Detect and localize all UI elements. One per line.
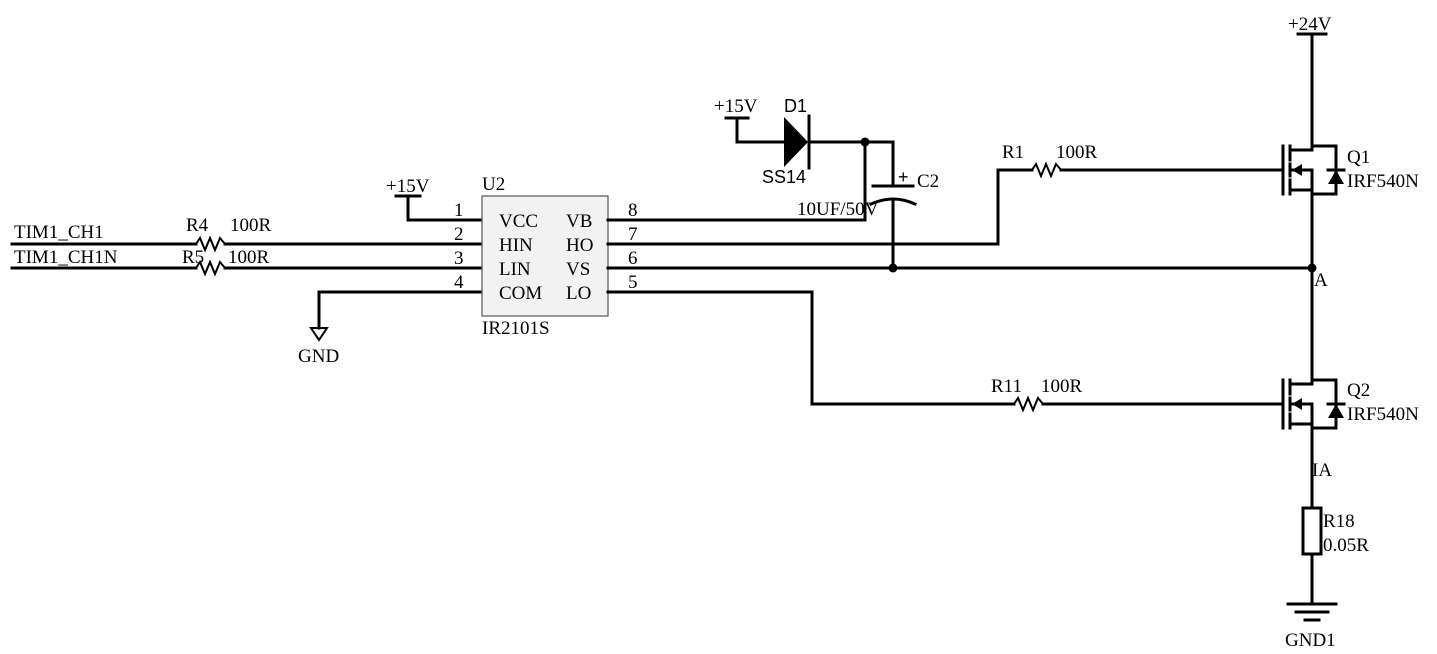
r4-value: 100R [230,215,272,236]
pin-7-number: 7 [628,224,638,245]
pin-2-name: HIN [499,235,533,256]
d1-part: SS14 [762,167,806,187]
r5-ref: R5 [182,247,204,268]
resistor-r18 [1301,506,1323,606]
mosfet-q1 [1281,144,1346,382]
c2-plus: + [898,167,909,187]
c2-value: 10UF/50V [797,199,879,220]
r1-value: 100R [1056,142,1098,163]
r18-value: 0.05R [1323,535,1369,556]
pin-6-number: 6 [628,248,638,269]
vcc-24-label: +24V [1288,14,1332,35]
pin-4-number: 4 [454,272,464,293]
pin-8-name: VB [566,211,592,232]
d1-ref: D1 [784,96,807,116]
pin-5-name: LO [566,283,591,304]
capacitor-c2 [869,140,917,270]
net-ia-label: IA [1312,460,1332,481]
vcc-15-diode-label: +15V [714,96,758,117]
driver-part: IR2101S [482,318,550,339]
pin-3-number: 3 [454,248,464,269]
pin-1-number: 1 [454,200,464,221]
pin-3-name: LIN [499,259,531,280]
pin-7-name: HO [566,235,593,256]
gnd1-symbol [1286,602,1338,622]
gnd-bottom-label: GND1 [1285,630,1336,651]
q2-ref: Q2 [1347,380,1370,401]
lo-gate-wire [606,290,1285,413]
driver-ref: U2 [482,174,505,195]
mosfet-q2 [1281,378,1346,510]
net-a-label: A [1314,270,1328,291]
pin-1-name: VCC [499,211,538,232]
input-ch1n-label: TIM1_CH1N [14,247,118,268]
diode-icon [784,117,808,167]
pin-2-number: 2 [454,224,464,245]
diode-d1 [724,114,895,170]
input-ch1-line [10,235,484,253]
q1-ref: Q1 [1347,147,1370,168]
input-ch1-label: TIM1_CH1 [14,222,104,243]
mosfet-q2-diode-icon [1328,404,1344,418]
pin-4-name: COM [499,283,542,304]
pin-5-number: 5 [628,272,638,293]
mosfet-q1-diode-icon [1328,170,1344,184]
r5-value: 100R [228,247,270,268]
junction-dot-vs-cap [888,263,898,273]
gnd-icon [309,327,329,342]
r11-ref: R11 [991,376,1022,397]
q2-part: IRF540N [1347,404,1419,425]
r11-value: 100R [1041,376,1083,397]
ho-gate-wire [606,161,1285,246]
c2-ref: C2 [917,171,939,192]
vb-wire [606,140,867,222]
pin-6-name: VS [566,259,590,280]
gnd-chip-label: GND [298,346,339,367]
r4-ref: R4 [186,215,209,236]
vcc-15-chip-label: +15V [386,176,430,197]
input-ch1n-line [10,259,484,277]
vcc-24-power-symbol [1296,32,1328,148]
driver-chip [481,195,609,317]
q1-part: IRF540N [1347,171,1419,192]
vcc-15-power-symbol [394,194,484,222]
com-gnd-wire [309,290,484,342]
r1-ref: R1 [1002,142,1024,163]
r18-ref: R18 [1323,511,1355,532]
pin-8-number: 8 [628,200,638,221]
